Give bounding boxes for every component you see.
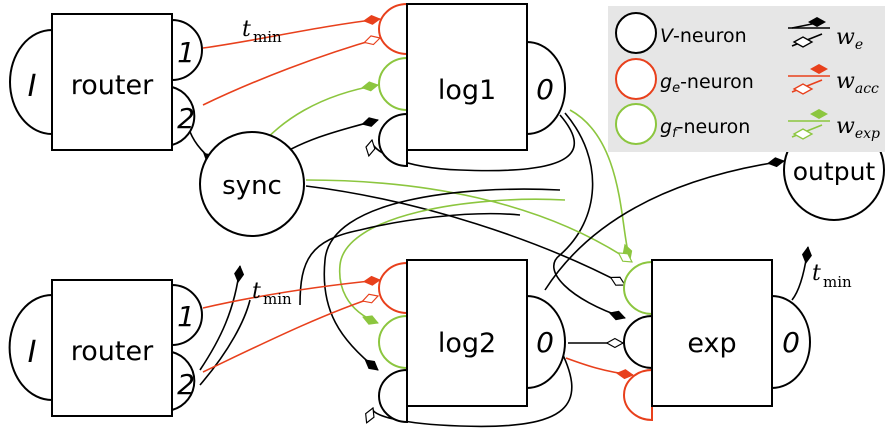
legend: V-neuron we ge-neuron wacc gf-n (608, 6, 885, 152)
router-bottom-module: I router 1 2 (8, 279, 203, 417)
log1-module: log1 0 (378, 2, 566, 168)
edge-router1-out1-to-log1-ge-top (202, 19, 380, 49)
exp-out-label: 0 (782, 326, 800, 359)
legend-wexp-symbol (788, 109, 830, 140)
log1-out-neuron (526, 40, 566, 136)
edge-router2-out2-to-log2-ge-bottom (202, 296, 378, 373)
router-bottom-box (51, 279, 173, 417)
router-top-input-neuron (9, 28, 53, 136)
legend-ge-neuron-text: ge-neuron (660, 71, 754, 96)
log2-gf-neuron (378, 314, 408, 370)
edge-router2-to-sync (199, 266, 240, 371)
router-top-module: I router 1 2 (9, 13, 203, 151)
edge-sync-to-log2-black2 (299, 212, 521, 306)
legend-gf-neuron-text: gf-neuron (660, 116, 750, 141)
exp-module: exp 0 (623, 259, 811, 422)
connections (187, 19, 808, 428)
log1-title: log1 (438, 75, 496, 106)
log2-ge-neuron-top (378, 261, 408, 315)
edge-sync-to-log2-gf (338, 198, 566, 323)
log2-box (406, 259, 528, 407)
legend-wacc-label: wacc (836, 69, 879, 97)
log2-out-label: 0 (536, 326, 554, 359)
log1-box (406, 3, 528, 151)
tmin-mid-symbol: t (252, 279, 261, 304)
legend-gf-neuron-icon (615, 103, 657, 145)
log2-title: log2 (438, 328, 496, 359)
tmin-annotation-top: t min (242, 17, 282, 46)
log1-gf-neuron (378, 56, 408, 112)
router-bottom-out1-neuron (171, 283, 203, 347)
edge-router2-out1-to-log2-ge-top (202, 280, 380, 309)
router-top-out2-label: 2 (177, 102, 195, 135)
tmin-top-subscript: min (253, 28, 282, 46)
router-top-input-label: I (28, 69, 37, 104)
legend-v-neuron-text: V-neuron (660, 25, 747, 47)
legend-v-neuron-icon (615, 12, 657, 54)
router-bottom-out2-neuron (171, 350, 196, 412)
exp-box (651, 259, 773, 407)
edge-exp-to-output (791, 247, 808, 301)
exp-title: exp (687, 328, 736, 359)
tmin-top-symbol: t (242, 17, 251, 42)
legend-ge-neuron-icon (615, 58, 657, 100)
router-top-out1-label: 1 (177, 36, 195, 69)
log1-out-label: 0 (536, 73, 554, 106)
log1-ge-neuron-top (378, 2, 408, 56)
sync-neuron: sync (199, 131, 305, 237)
router-top-out2-neuron (171, 85, 196, 147)
exp-v-neuron (623, 314, 653, 370)
exp-out-neuron (771, 294, 811, 390)
router-top-title: router (71, 70, 154, 101)
router-bottom-out2-label: 2 (177, 368, 195, 401)
tmin-exp-symbol: t (812, 261, 821, 286)
edge-router1-out2-to-log1-ge-bottom (202, 38, 380, 106)
edge-sync-to-exp-gf (305, 179, 632, 262)
tmin-annotation-exp: t min (812, 261, 852, 291)
router-bottom-input-label: I (28, 335, 37, 370)
edge-log1-to-exp-gf (569, 109, 630, 260)
router-top-box (51, 13, 173, 151)
tmin-exp-subscript: min (823, 273, 852, 291)
legend-we-label: we (836, 25, 863, 53)
edge-router2-to-sync-b (199, 299, 251, 386)
router-bottom-out1-label: 1 (177, 300, 195, 333)
edge-log2-to-exp-ge (565, 357, 633, 375)
router-top-out1-neuron (171, 18, 203, 82)
edge-log2-self-return (373, 344, 573, 428)
log2-v-neuron (378, 368, 408, 424)
edge-sync-to-exp-black (305, 185, 625, 285)
output-label: output (793, 157, 876, 186)
sync-label: sync (222, 171, 282, 201)
exp-ge-neuron (623, 368, 653, 422)
router-bottom-input-neuron (8, 293, 53, 402)
legend-wexp-label: wexp (836, 114, 880, 142)
log2-module: log2 0 (378, 259, 566, 424)
exp-gf-neuron (623, 260, 653, 316)
legend-wacc-symbol (788, 64, 830, 95)
tmin-annotation-middle: t min (252, 279, 292, 308)
router-bottom-title: router (71, 336, 154, 367)
log1-v-neuron (378, 112, 408, 168)
tmin-mid-subscript: min (263, 290, 292, 308)
log2-out-neuron (526, 294, 566, 390)
legend-we-symbol (788, 17, 830, 48)
edge-sync-to-log2-v (323, 188, 561, 371)
edge-log2-to-output (544, 161, 784, 291)
